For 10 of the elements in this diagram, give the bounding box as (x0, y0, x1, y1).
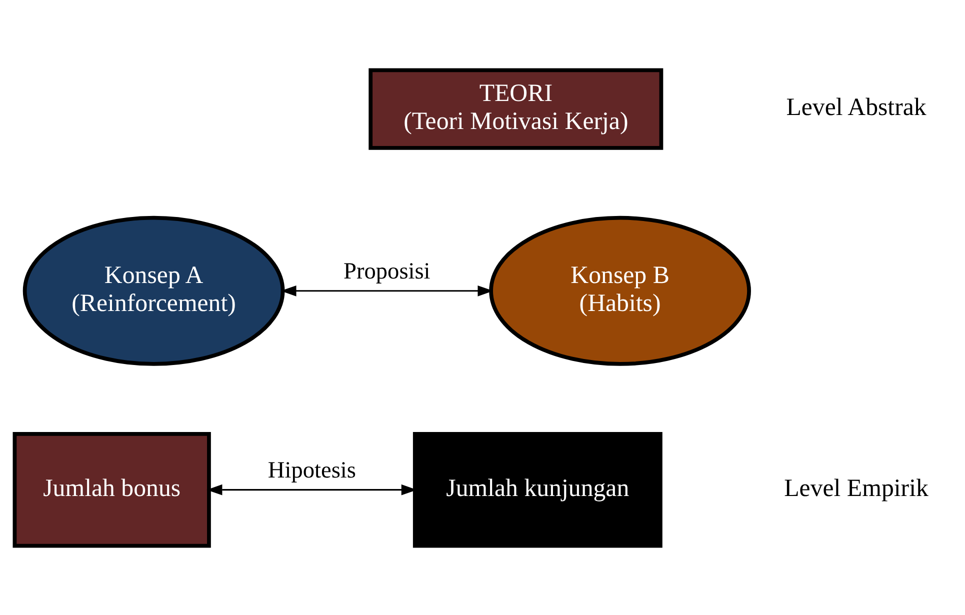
node-box: Jumlah kunjungan (412, 431, 662, 548)
node-ellipse: Konsep A (Reinforcement) (22, 215, 285, 366)
edge-label: Proposisi (344, 258, 430, 284)
arrow (280, 284, 494, 296)
edge-label: Hipotesis (268, 456, 356, 483)
label: Level Abstrak (786, 93, 926, 120)
label: Level Empirik (784, 474, 928, 502)
node-ellipse: Konsep B (Habits) (489, 215, 751, 366)
node-box: Jumlah bonus (12, 431, 211, 548)
node-box: TEORI (Teori Motivasi Kerja) (368, 68, 664, 150)
